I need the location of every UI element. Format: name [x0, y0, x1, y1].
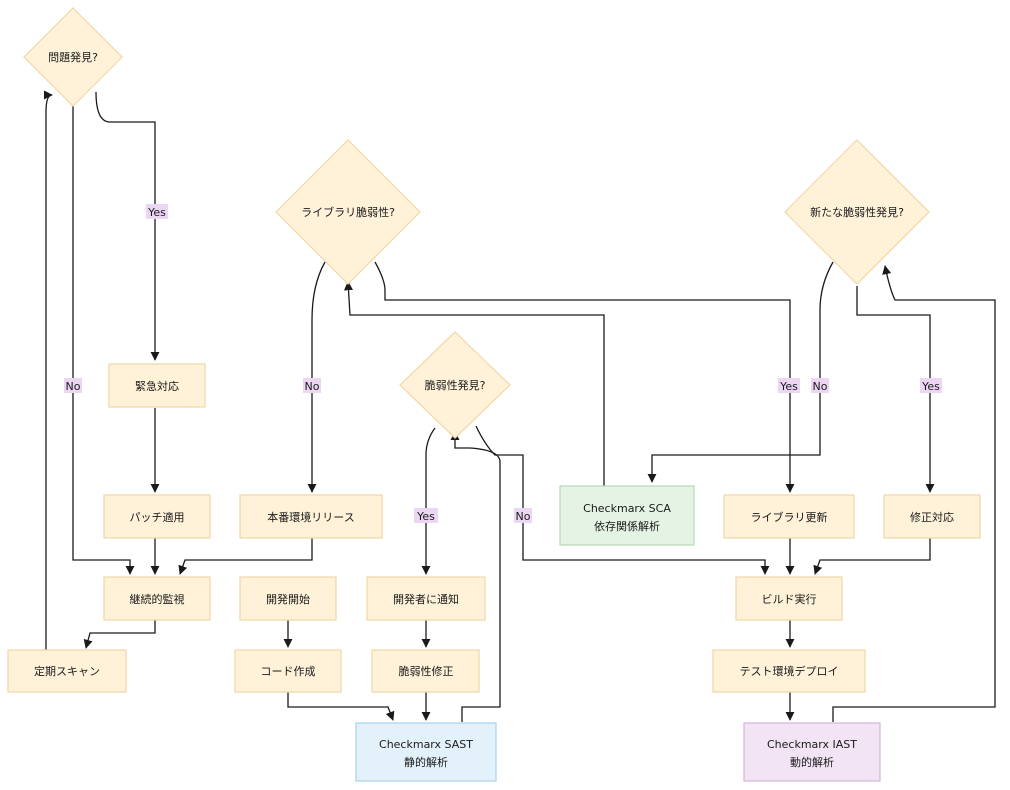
svg-text:問題発見?: 問題発見? — [48, 50, 98, 64]
svg-text:No: No — [305, 380, 320, 393]
edge-new-yes — [856, 286, 935, 493]
node-fix[interactable]: 修正対応 — [883, 494, 981, 539]
svg-text:No: No — [516, 510, 531, 523]
decision-vuln-found[interactable]: 脆弱性発見? — [399, 331, 511, 439]
svg-text:開発開始: 開発開始 — [266, 592, 310, 606]
edge-label-problem-yes: Yes — [146, 204, 168, 219]
decision-shape — [23, 7, 123, 107]
svg-text:Yes: Yes — [147, 206, 166, 219]
edge-iast-new — [832, 265, 996, 722]
decision-library-vuln[interactable]: ライブラリ脆弱性? — [275, 139, 421, 285]
svg-text:脆弱性修正: 脆弱性修正 — [399, 664, 454, 678]
edge-monitor-scan — [83, 620, 156, 649]
edge-problem-no — [72, 105, 135, 575]
svg-text:新たな脆弱性発見?: 新たな脆弱性発見? — [810, 205, 904, 219]
edge-fix-build — [813, 538, 931, 575]
node-library-update[interactable]: ライブラリ更新 — [723, 494, 855, 539]
svg-text:ビルド実行: ビルド実行 — [762, 592, 817, 606]
edge-label-vuln-no: No — [514, 508, 532, 523]
svg-text:脆弱性発見?: 脆弱性発見? — [425, 378, 486, 392]
decision-shape — [399, 331, 511, 439]
edge-label-lib-yes: Yes — [778, 378, 800, 393]
svg-text:修正対応: 修正対応 — [910, 510, 954, 524]
edges — [43, 90, 996, 722]
svg-text:Yes: Yes — [921, 380, 940, 393]
node-prod-release[interactable]: 本番環境リリース — [239, 494, 383, 539]
decision-problem-found[interactable]: 問題発見? — [23, 7, 123, 107]
edge-label-new-yes: Yes — [920, 378, 942, 393]
node-notify-dev[interactable]: 開発者に通知 — [366, 576, 486, 621]
edge-vuln-yes — [421, 427, 436, 575]
edge-lib-yes — [374, 261, 795, 493]
svg-text:テスト環境デプロイ: テスト環境デプロイ — [740, 664, 839, 678]
edge-vuln-no — [475, 425, 770, 575]
edge-scan-problem — [43, 90, 53, 650]
svg-text:ライブラリ更新: ライブラリ更新 — [751, 510, 828, 524]
node-monitor[interactable]: 継続的監視 — [103, 576, 211, 621]
node-vuln-fix[interactable]: 脆弱性修正 — [371, 649, 480, 693]
svg-text:ライブラリ脆弱性?: ライブラリ脆弱性? — [301, 205, 395, 219]
edge-code-sast — [287, 692, 395, 721]
svg-text:Yes: Yes — [416, 510, 435, 523]
svg-text:動的解析: 動的解析 — [790, 755, 834, 769]
svg-text:継続的監視: 継続的監視 — [130, 592, 185, 606]
svg-text:本番環境リリース: 本番環境リリース — [267, 510, 354, 524]
svg-text:開発者に通知: 開発者に通知 — [393, 592, 459, 606]
svg-text:静的解析: 静的解析 — [404, 755, 448, 769]
svg-text:Checkmarx SAST: Checkmarx SAST — [379, 738, 473, 751]
node-build[interactable]: ビルド実行 — [735, 576, 843, 621]
edge-label-new-no: No — [811, 378, 829, 393]
decision-new-vuln[interactable]: 新たな脆弱性発見? — [784, 139, 930, 285]
node-dev-start[interactable]: 開発開始 — [239, 576, 337, 621]
svg-text:コード作成: コード作成 — [261, 665, 316, 678]
svg-text:緊急対応: 緊急対応 — [135, 379, 179, 393]
svg-text:定期スキャン: 定期スキャン — [34, 664, 100, 678]
svg-text:Checkmarx SCA: Checkmarx SCA — [583, 502, 671, 515]
node-code-write[interactable]: コード作成 — [234, 649, 342, 693]
nodes: 問題発見? ライブラリ脆弱性? 新たな脆弱性発見? 脆弱性発見? 緊急対応 パッ… — [7, 7, 981, 782]
node-patch[interactable]: パッチ適用 — [103, 494, 211, 539]
node-checkmarx-sast[interactable]: Checkmarx SAST 静的解析 — [355, 722, 497, 782]
node-emergency[interactable]: 緊急対応 — [108, 363, 206, 408]
edge-label-lib-no: No — [303, 378, 321, 393]
edge-new-no — [647, 261, 834, 483]
svg-text:依存関係解析: 依存関係解析 — [594, 519, 660, 533]
decision-shape — [275, 139, 421, 285]
edge-sca-lib — [343, 281, 605, 486]
edge-problem-yes — [95, 91, 160, 361]
edge-release-monitor — [178, 538, 313, 575]
svg-text:Yes: Yes — [779, 380, 798, 393]
edge-label-vuln-yes: Yes — [414, 508, 438, 523]
svg-text:パッチ適用: パッチ適用 — [130, 510, 185, 524]
edge-lib-no — [307, 261, 326, 493]
node-periodic-scan[interactable]: 定期スキャン — [7, 649, 127, 693]
svg-text:No: No — [66, 380, 81, 393]
node-test-deploy[interactable]: テスト環境デプロイ — [712, 649, 866, 693]
edge-label-problem-no: No — [64, 378, 82, 393]
svg-text:No: No — [813, 380, 828, 393]
edge-labels: Yes No No Yes No Yes Yes No — [64, 204, 942, 523]
node-checkmarx-sca[interactable]: Checkmarx SCA 依存関係解析 — [559, 485, 695, 546]
decision-shape — [784, 139, 930, 285]
svg-text:Checkmarx IAST: Checkmarx IAST — [767, 738, 857, 751]
node-checkmarx-iast[interactable]: Checkmarx IAST 動的解析 — [743, 722, 881, 782]
